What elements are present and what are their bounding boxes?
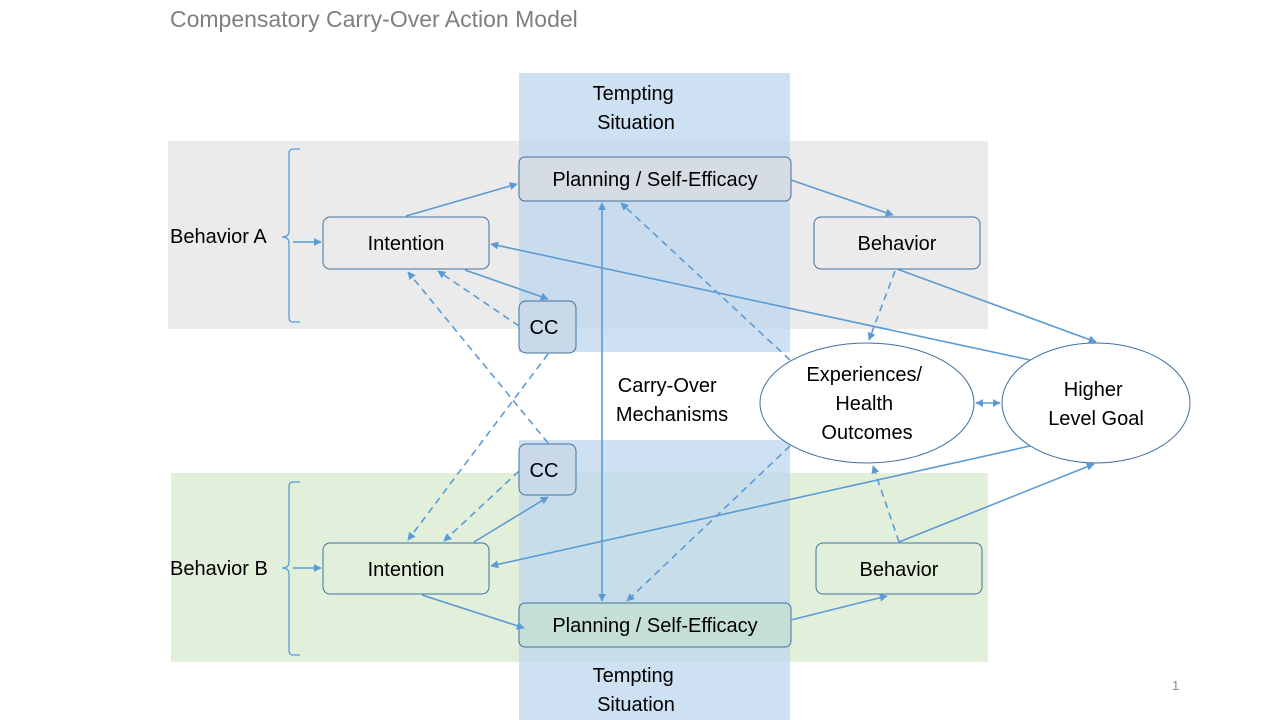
behavior-a-text: Behavior (858, 233, 937, 255)
page-number: 1 (1172, 678, 1180, 693)
behavior-b-box (815, 542, 983, 595)
behavior-a-brace (281, 148, 300, 323)
planning-b-text: Planning / Self-Efficacy (552, 615, 757, 637)
behavior-b-label: Behavior B (170, 558, 268, 580)
arrow-intention-b-to-planning-b (421, 594, 525, 630)
slide-title: Compensatory Carry-Over Action Model (170, 6, 578, 32)
behavior-b-text: Behavior (860, 559, 939, 581)
arrow-intention-a-to-planning-a (405, 182, 518, 217)
arrow-intention-a-to-cc-a (464, 269, 549, 301)
cc-b-text: CC (530, 460, 559, 482)
experiences-text: Experiences/ Health Outcomes (806, 364, 927, 444)
dashed-arrow-experiences-to-planning-a (620, 202, 791, 361)
arrow-intention-b-to-cc-b (473, 496, 549, 543)
dashed-arrow-cc-b-to-intention-b (443, 470, 520, 542)
intention-b-box (322, 542, 490, 595)
arrow-behavior-a-to-higher-goal (896, 268, 1097, 344)
planning-a-text: Planning / Self-Efficacy (552, 169, 757, 191)
intention-a-box (322, 216, 490, 270)
arrow-higher-goal-to-intention-b (490, 445, 1031, 569)
tempting-situation-bottom-label: Tempting Situation (593, 665, 680, 716)
higher-goal-ellipse (1001, 342, 1191, 464)
tempting-situation-top-label: Tempting Situation (593, 83, 680, 134)
cc-a-box (518, 300, 577, 354)
arrow-higher-goal-to-intention-a (490, 241, 1031, 361)
planning-a-box (518, 156, 792, 202)
dashed-arrow-cc-a-to-intention-a (437, 270, 520, 327)
arrow-behavior-b-to-higher-goal (898, 462, 1095, 543)
arrow-planning-b-to-behavior-b (790, 593, 888, 621)
experiences-ellipse (759, 342, 975, 464)
higher-goal-text: Higher Level Goal (1048, 379, 1144, 430)
intention-a-text: Intention (368, 233, 445, 255)
intention-b-text: Intention (368, 559, 445, 581)
dashed-arrow-cc-a-to-intention-b (407, 353, 549, 541)
behavior-a-label: Behavior A (170, 226, 267, 248)
cc-b-box (518, 443, 577, 496)
cc-a-text: CC (530, 317, 559, 339)
dashed-arrow-experiences-to-planning-b (626, 445, 791, 602)
dashed-arrow-behavior-b-to-experiences (871, 465, 900, 543)
dashed-arrow-behavior-a-to-experiences (867, 270, 896, 341)
carry-over-label: Carry-Over Mechanisms (616, 375, 728, 426)
behavior-b-brace (281, 481, 300, 656)
arrow-planning-a-to-behavior-a (790, 179, 894, 217)
dashed-arrow-cc-b-to-intention-a (407, 271, 549, 444)
